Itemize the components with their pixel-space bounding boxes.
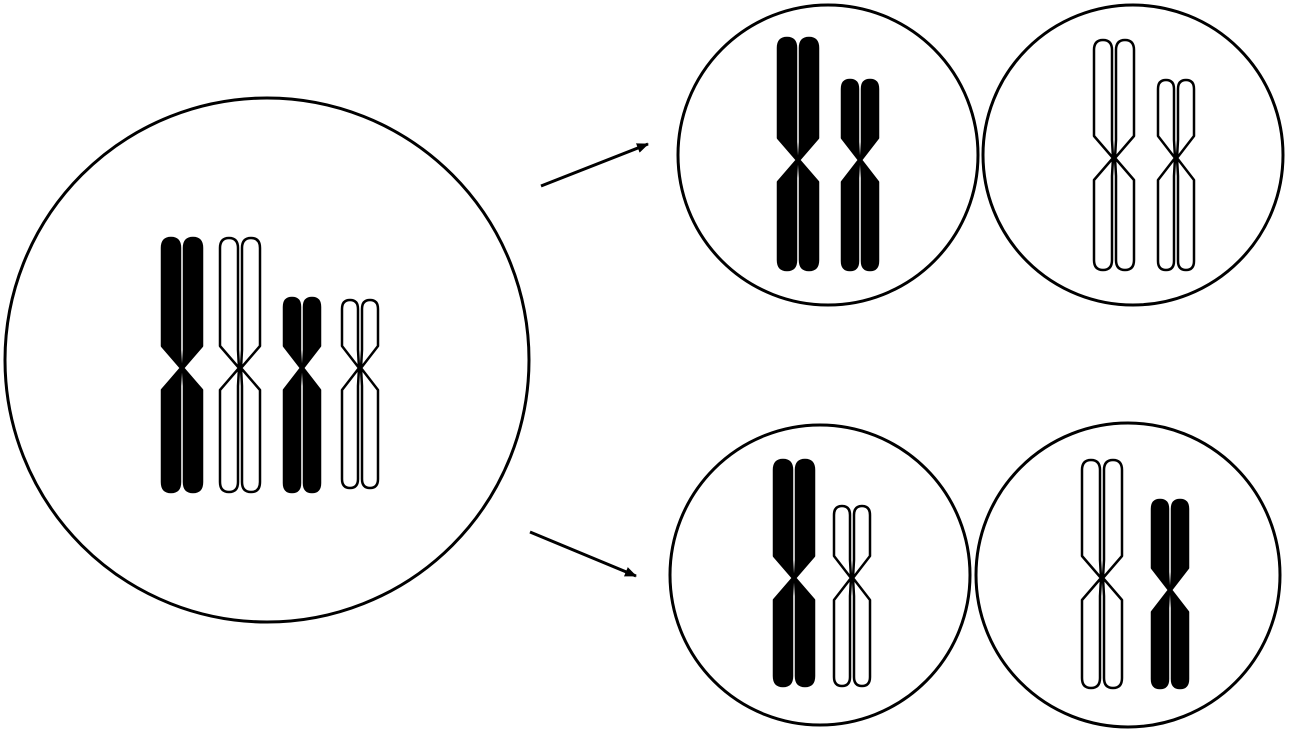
chromosome-small-light	[340, 298, 380, 490]
chromosome-small-dark	[1150, 498, 1190, 690]
chromosome-large-dark-chromatid-left	[772, 458, 795, 688]
arrow-to-bottom-cells	[529, 530, 637, 578]
daughter-cell-bottom-right-chromosomes	[1080, 458, 1190, 690]
chromosome-small-light-chromatid-right	[851, 504, 872, 688]
chromosome-large-light	[1092, 38, 1136, 272]
chromosome-large-light-chromatid-left	[1080, 458, 1103, 690]
chromosome-small-dark-chromatid-left	[840, 78, 861, 272]
chromosome-small-light-chromatid-left	[832, 504, 853, 688]
chromosome-large-light-chromatid-right	[1113, 38, 1136, 272]
parent-cell	[3, 96, 531, 624]
daughter-cell-bottom-left-chromosomes	[772, 458, 872, 688]
chromosome-small-dark-chromatid-right	[859, 78, 880, 272]
chromosome-small-light	[1156, 78, 1196, 272]
chromosomes-layer	[160, 36, 1196, 690]
daughter-cell-bottom-right	[974, 421, 1282, 729]
chromosome-large-dark-chromatid-right	[793, 458, 816, 688]
chromosome-large-dark-chromatid-left	[160, 236, 183, 494]
chromosome-small-dark-chromatid-right	[1169, 498, 1190, 690]
chromosome-small-light-chromatid-left	[340, 298, 361, 490]
chromosome-large-dark	[160, 236, 204, 494]
chromosome-small-dark-chromatid-left	[282, 296, 303, 494]
parent-cell-chromosomes	[160, 236, 380, 494]
daughter-cell-top-right	[981, 3, 1285, 307]
chromosome-large-light-chromatid-left	[1092, 38, 1115, 272]
chromosome-large-light-chromatid-right	[239, 236, 262, 494]
chromosome-large-dark-chromatid-right	[797, 36, 820, 272]
chromosome-large-light	[1080, 458, 1124, 690]
chromosome-small-dark	[840, 78, 880, 272]
chromosome-small-light-chromatid-right	[359, 298, 380, 490]
daughter-cell-bottom-left	[668, 423, 972, 727]
chromosome-small-light	[832, 504, 872, 688]
chromosome-large-light	[218, 236, 262, 494]
chromosome-small-dark	[282, 296, 322, 494]
chromosome-small-dark-chromatid-right	[301, 296, 322, 494]
daughter-cell-top-left-chromosomes	[776, 36, 880, 272]
chromosome-large-dark-chromatid-left	[776, 36, 799, 272]
daughter-cell-top-right-chromosomes	[1092, 38, 1196, 272]
chromosome-large-light-chromatid-left	[218, 236, 241, 494]
daughter-cell-top-left	[676, 3, 980, 307]
chromosome-small-light-chromatid-left	[1156, 78, 1177, 272]
chromosome-large-dark	[776, 36, 820, 272]
chromosome-large-dark-chromatid-right	[181, 236, 204, 494]
chromosome-large-light-chromatid-right	[1101, 458, 1124, 690]
chromosome-small-light-chromatid-right	[1175, 78, 1196, 272]
arrow-to-top-cells	[540, 142, 649, 188]
chromosome-large-dark	[772, 458, 816, 688]
chromosome-small-dark-chromatid-left	[1150, 498, 1171, 690]
